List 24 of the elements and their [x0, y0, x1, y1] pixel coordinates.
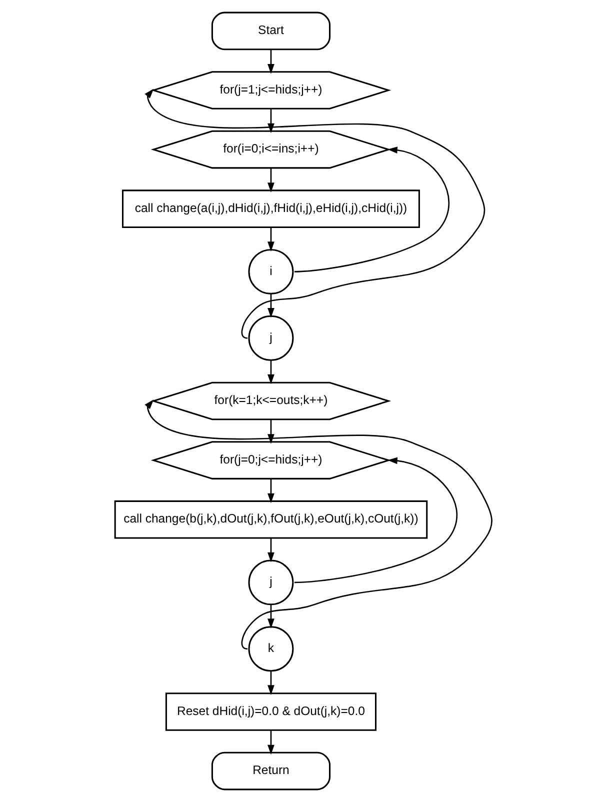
arrow [267, 168, 274, 192]
arrow [267, 360, 274, 384]
node-box: Reset dHid(i,j)=0.0 & dOut(j,k)=0.0 [164, 692, 376, 731]
node-circle: k [248, 626, 294, 672]
node-box: call change(b(j,k),dOut(j,k),fOut(j,k),eOut(j,k),cOut(j,k)) [114, 500, 428, 539]
node-circle: j [248, 315, 294, 361]
node-circle: i [248, 248, 294, 294]
arrow [144, 399, 492, 650]
node-box: Start [210, 12, 330, 50]
arrow [267, 227, 274, 252]
node-box: call change(a(i,j),dHid(i,j),fHid(i,j),eHid(i,j),cHid(i,j)) [121, 190, 420, 228]
arrow [267, 478, 274, 504]
arrow [144, 88, 485, 339]
arrow [267, 49, 274, 74]
arrow [267, 604, 274, 629]
arrow [267, 420, 274, 444]
arrow [294, 146, 450, 272]
arrow [267, 294, 274, 318]
arrow [294, 457, 457, 584]
node-box: Return [210, 752, 330, 790]
arrow [267, 538, 274, 562]
arrow [267, 671, 274, 695]
node-circle: j [248, 560, 294, 606]
arrow [267, 730, 274, 755]
